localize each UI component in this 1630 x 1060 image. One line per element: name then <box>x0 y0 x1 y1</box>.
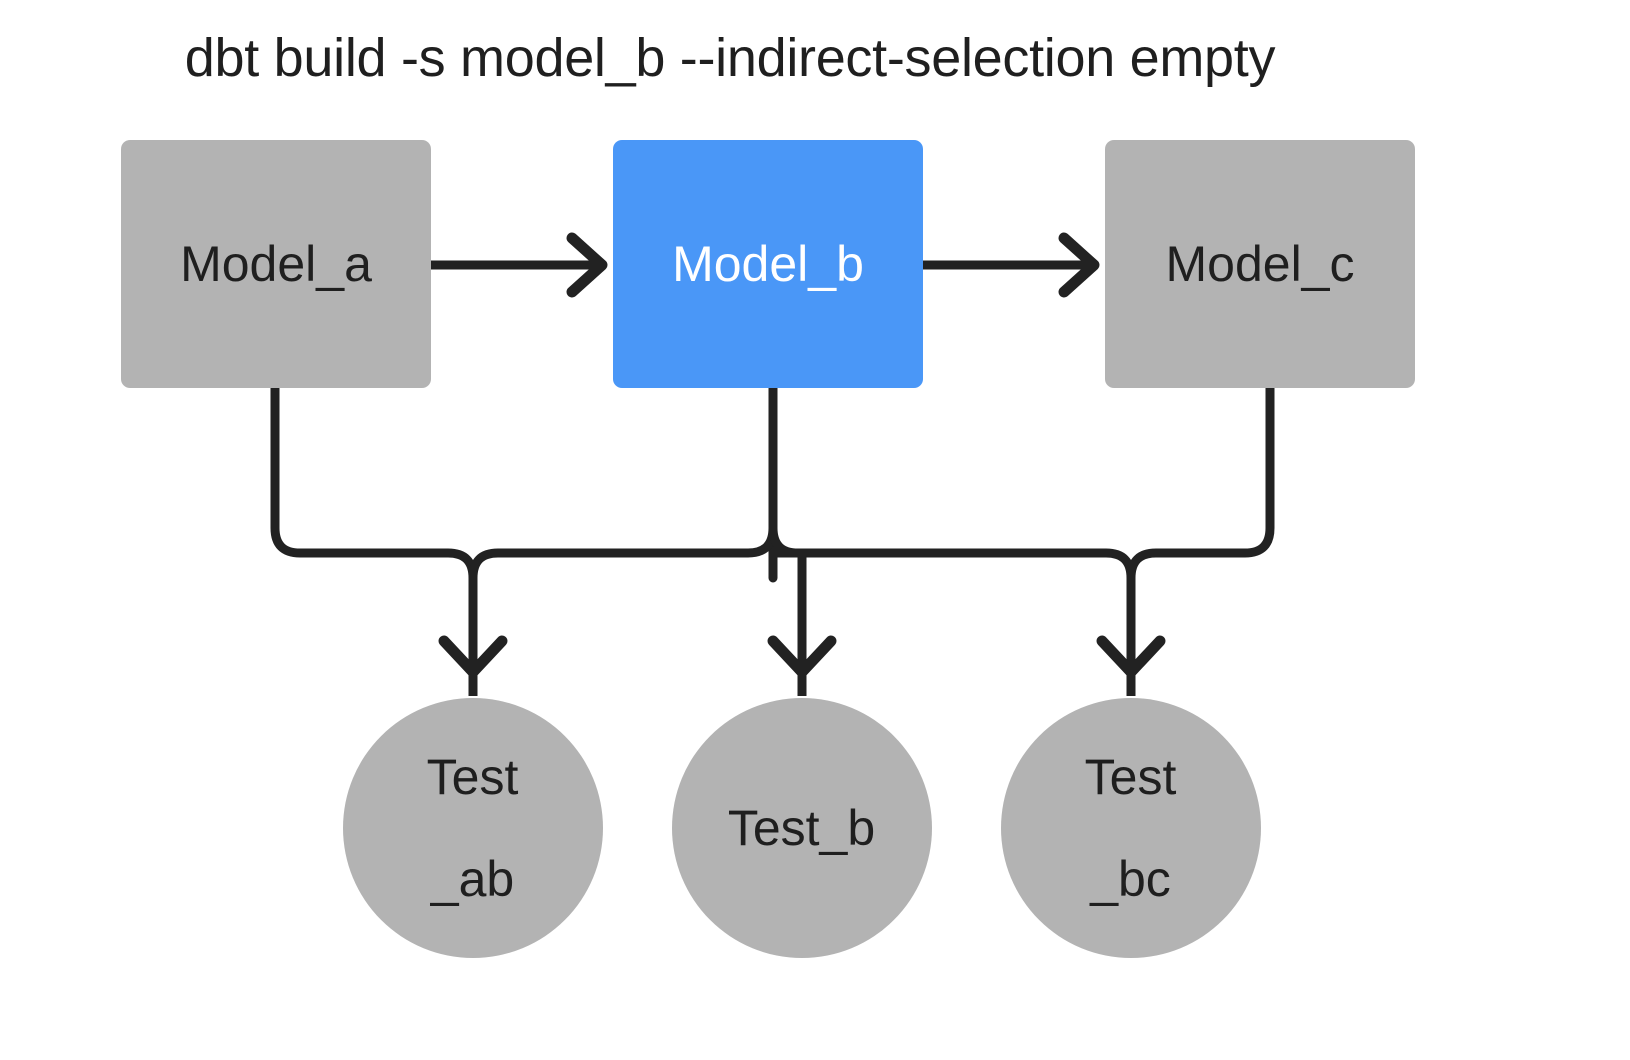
diagram-title: dbt build -s model_b --indirect-selectio… <box>184 28 1276 88</box>
node-test-ab[interactable] <box>343 698 603 958</box>
node-model-b[interactable] <box>613 140 923 388</box>
node-model-a[interactable] <box>121 140 431 388</box>
node-test-b[interactable] <box>672 698 932 958</box>
edge-model-b-to-test-bc <box>768 527 1136 640</box>
edge-model-a-to-test-ab <box>270 388 478 640</box>
edge-model-b-to-test-ab <box>468 527 778 640</box>
edge-layer <box>270 260 1275 640</box>
test-node-layer <box>343 698 1261 958</box>
edge-model-c-to-test-bc <box>1126 388 1275 640</box>
arrowhead-into-model-b <box>566 232 608 298</box>
arrowhead-into-model-c <box>1058 232 1100 298</box>
model-node-layer <box>121 140 1415 388</box>
node-test-bc[interactable] <box>1001 698 1261 958</box>
node-model-c[interactable] <box>1105 140 1415 388</box>
edge-tip-extensions <box>468 640 1136 696</box>
